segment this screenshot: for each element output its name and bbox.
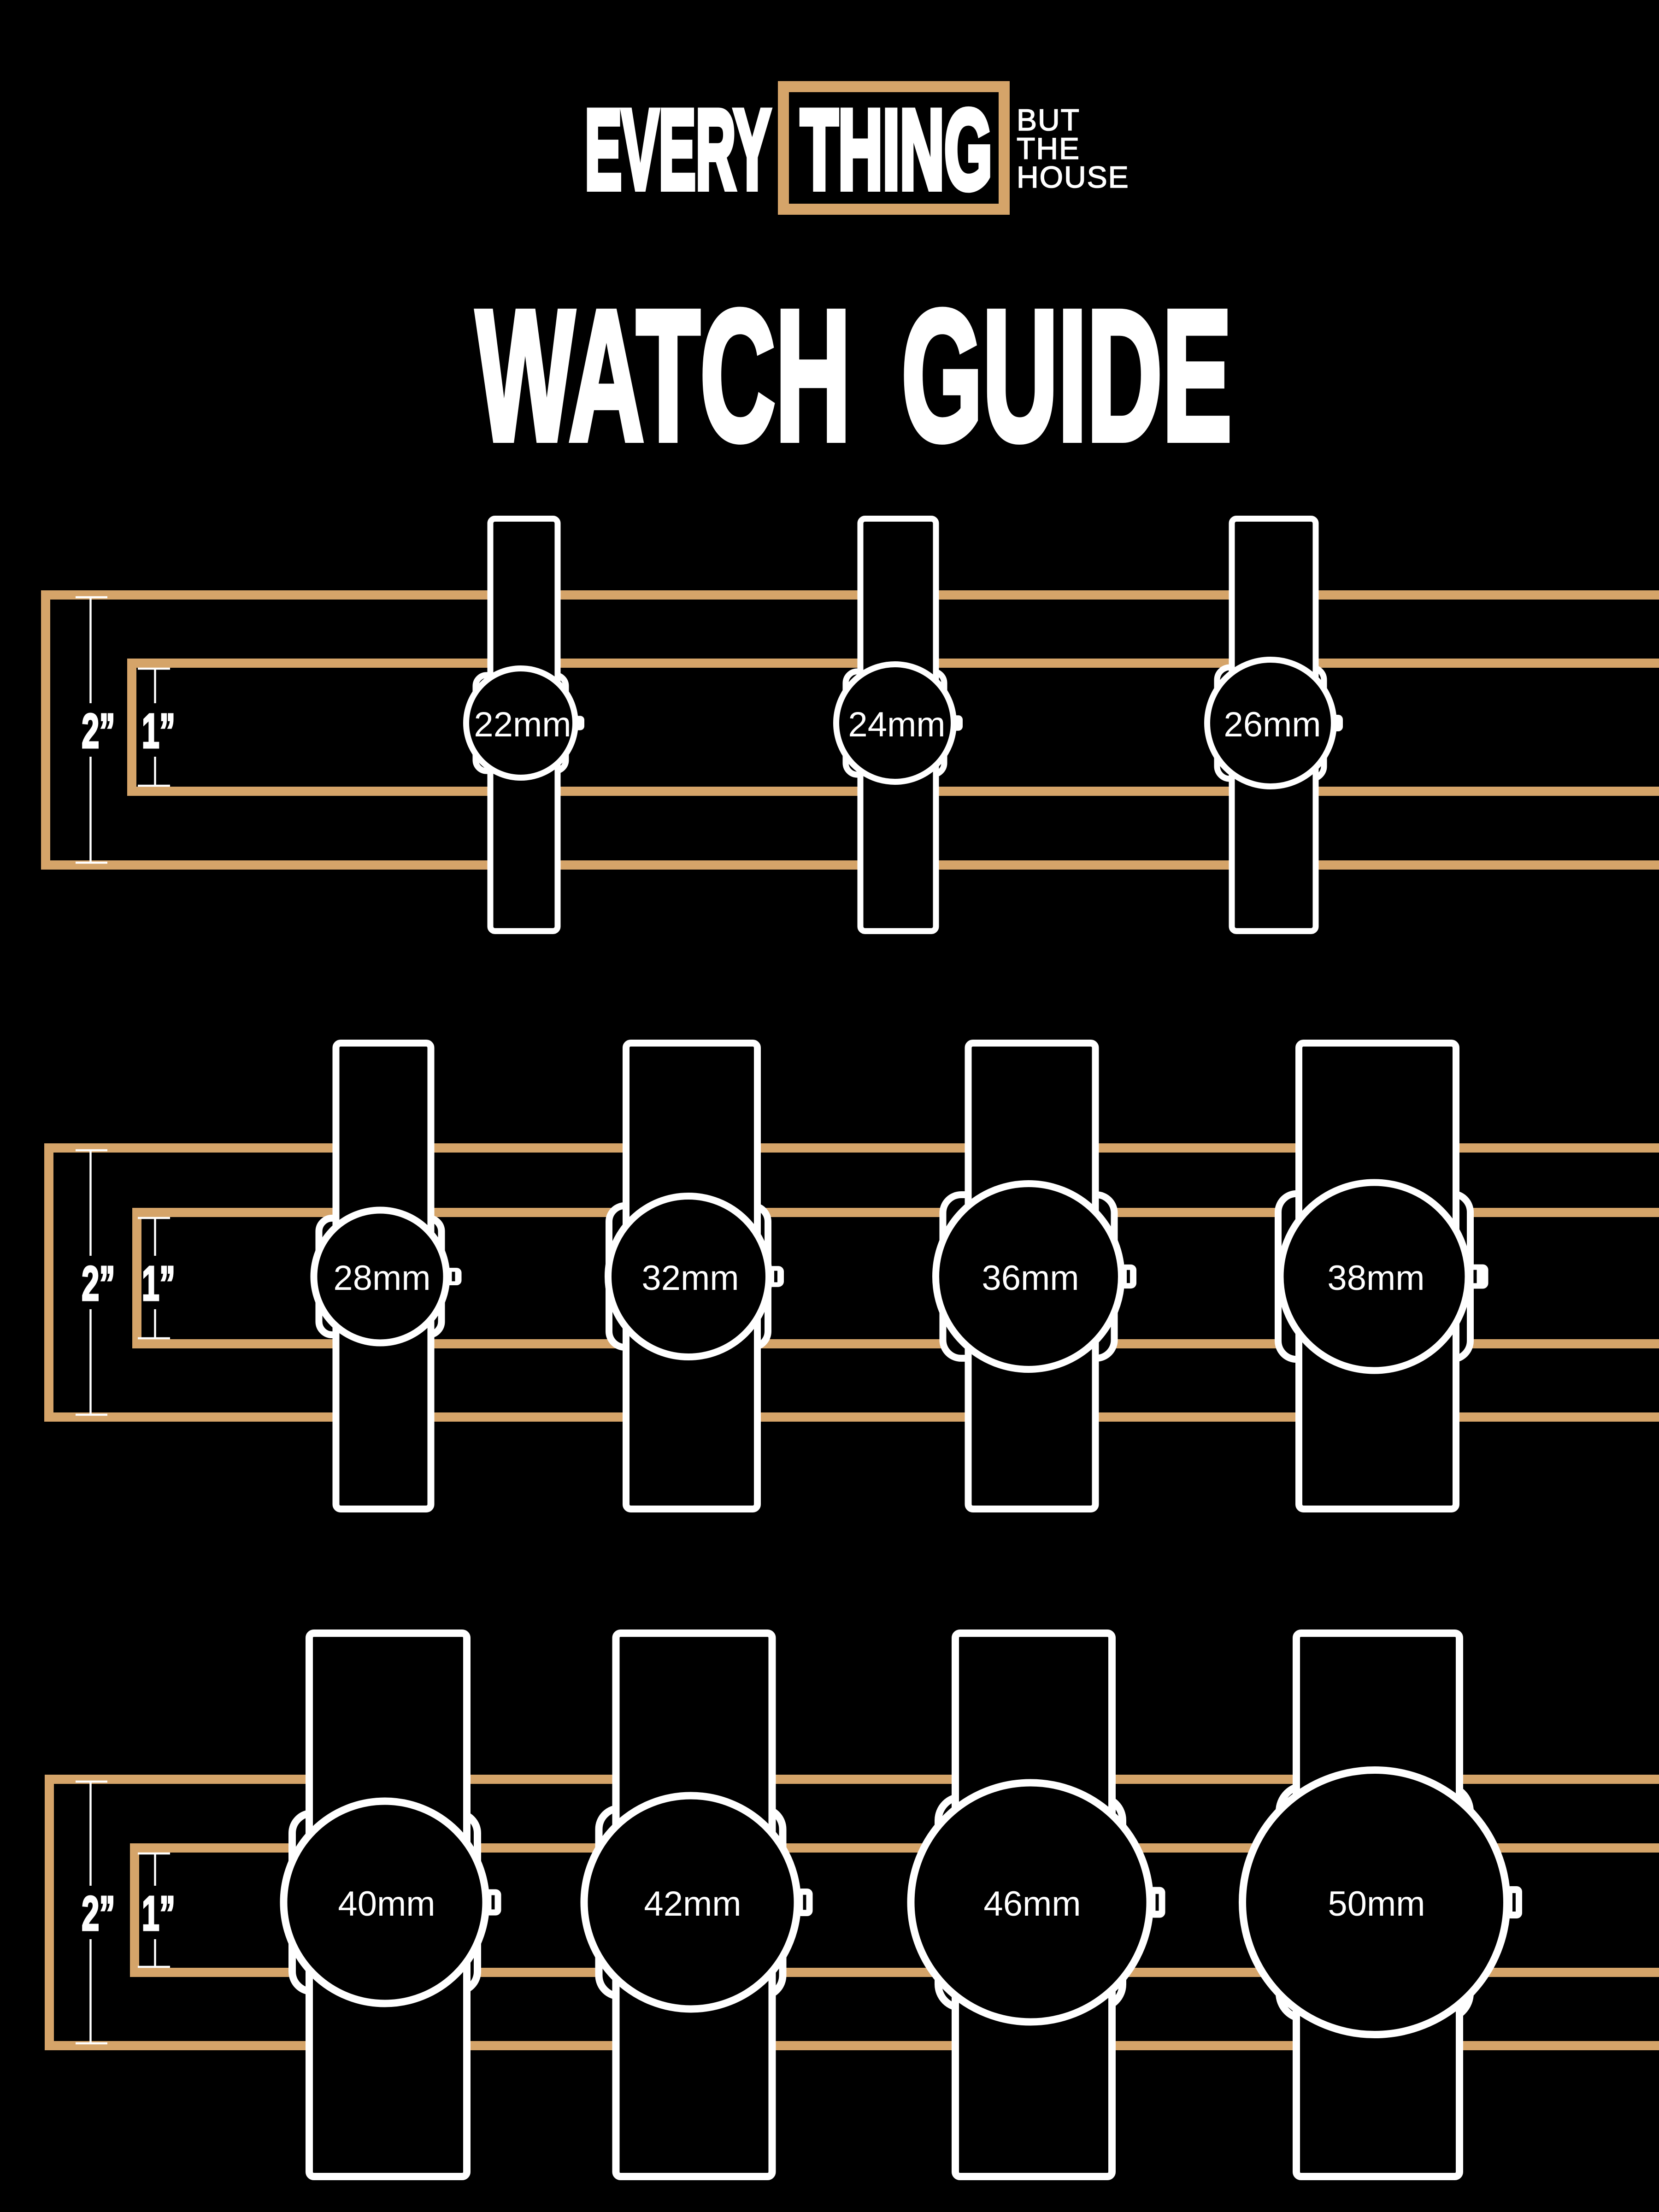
- svg-text:BUT: BUT: [1017, 103, 1080, 137]
- svg-text:26mm: 26mm: [1224, 705, 1321, 744]
- svg-text:2”: 2”: [82, 1256, 115, 1311]
- svg-text:46mm: 46mm: [983, 1884, 1081, 1924]
- svg-text:36mm: 36mm: [982, 1259, 1079, 1298]
- svg-text:22mm: 22mm: [474, 705, 571, 744]
- svg-text:42mm: 42mm: [644, 1884, 741, 1924]
- svg-text:2”: 2”: [82, 1886, 115, 1941]
- svg-text:1”: 1”: [142, 1256, 176, 1311]
- svg-text:2”: 2”: [82, 703, 115, 758]
- svg-text:24mm: 24mm: [848, 705, 945, 744]
- svg-text:HOUSE: HOUSE: [1017, 160, 1130, 194]
- svg-text:THE: THE: [1017, 131, 1080, 165]
- svg-text:28mm: 28mm: [333, 1259, 430, 1298]
- svg-text:32mm: 32mm: [641, 1259, 739, 1298]
- svg-text:EVERY: EVERY: [585, 86, 771, 212]
- svg-text:WATCH GUIDE: WATCH GUIDE: [476, 272, 1232, 479]
- svg-text:38mm: 38mm: [1327, 1259, 1424, 1298]
- svg-text:THING: THING: [800, 86, 992, 212]
- svg-text:1”: 1”: [142, 703, 176, 758]
- svg-text:1”: 1”: [142, 1886, 176, 1941]
- svg-text:40mm: 40mm: [338, 1884, 435, 1924]
- svg-text:50mm: 50mm: [1328, 1884, 1425, 1924]
